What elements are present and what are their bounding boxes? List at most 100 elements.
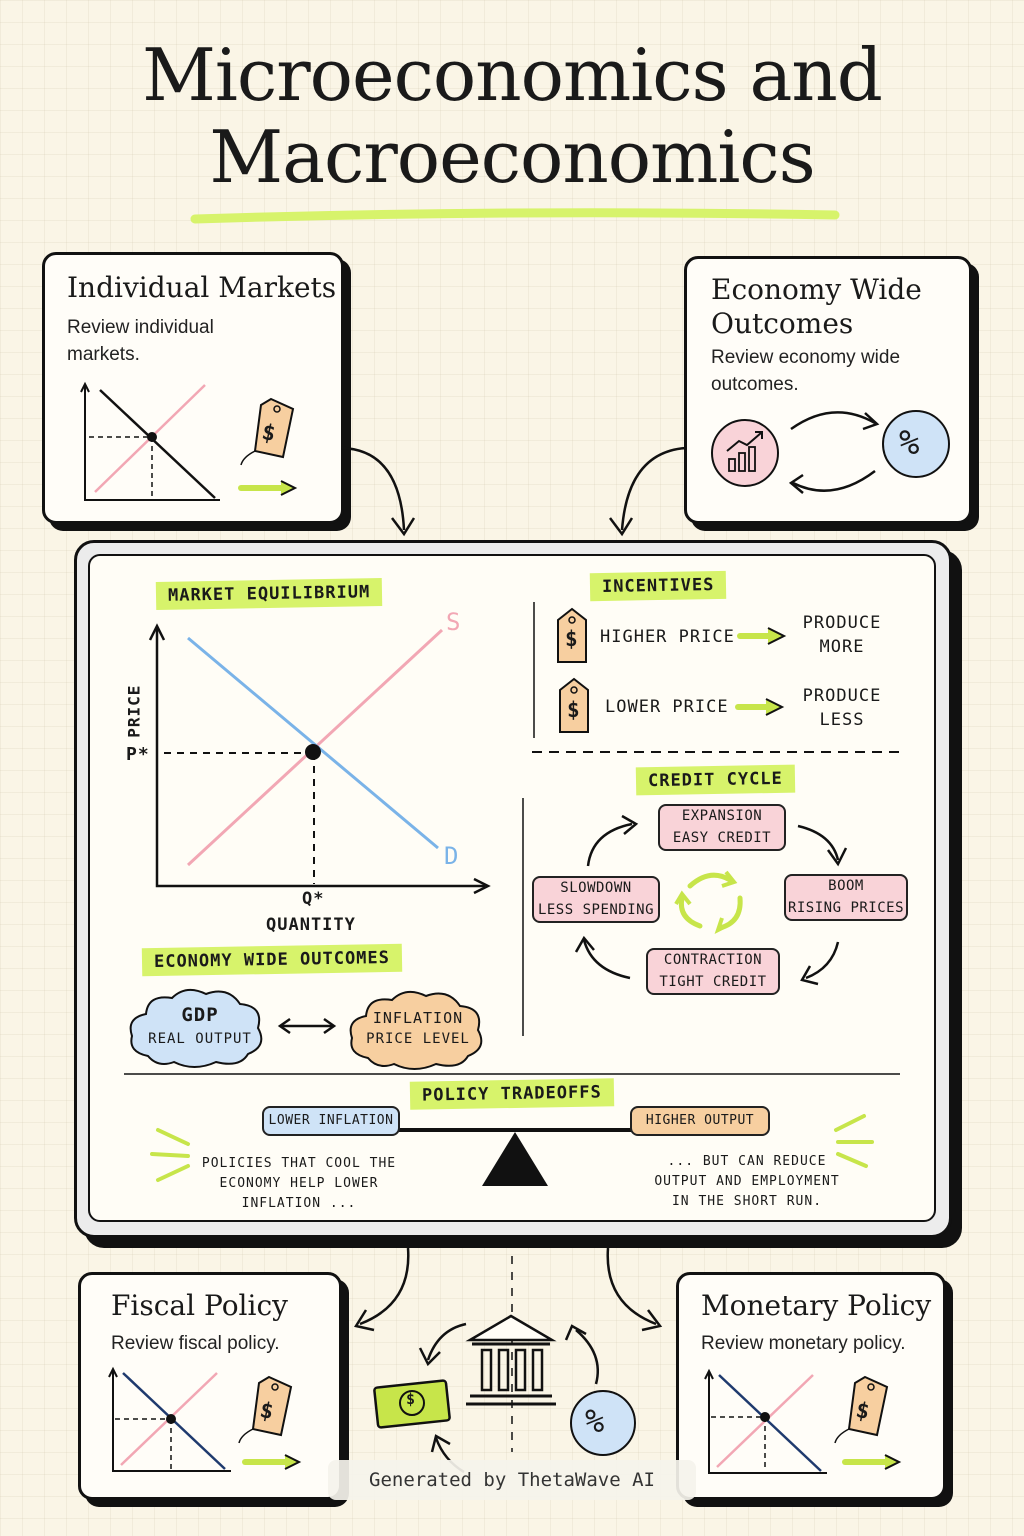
- growth-chart-icon: [711, 419, 779, 487]
- incentives-divider: [533, 602, 535, 738]
- higher-price-label: HIGHER PRICE: [600, 627, 735, 647]
- connector-arrow-left: [341, 446, 416, 537]
- mini-supply-demand-icon-fiscal: [108, 1366, 231, 1472]
- connector-arrow-bottom-right: [606, 1247, 663, 1332]
- incentives-tag: INCENTIVES: [589, 570, 727, 602]
- title-underline: [190, 208, 840, 224]
- economy-outcomes-tag: ECONOMY WIDE OUTCOMES: [141, 943, 403, 977]
- demand-label: D: [444, 842, 459, 870]
- q-star-label: Q*: [302, 889, 325, 909]
- slowdown-box: SLOWDOWN LESS SPENDING: [532, 876, 660, 924]
- price-tag-icon-fiscal: [238, 1375, 293, 1444]
- page-title-line1: Microeconomics and: [142, 33, 883, 117]
- inflation-subtitle: PRICE LEVEL: [366, 1031, 470, 1047]
- price-tag-icon: [240, 397, 295, 466]
- policy-right-note: ... BUT CAN REDUCE OUTPUT AND EMPLOYMENT…: [640, 1152, 854, 1212]
- arrow-right-icon-monetary: [842, 1454, 902, 1470]
- connector-arrow-bottom-left: [354, 1247, 410, 1332]
- monetary-policy-card[interactable]: Monetary Policy Review monetary policy. …: [676, 1272, 946, 1500]
- policy-right-line2: OUTPUT AND EMPLOYMENT: [654, 1174, 840, 1190]
- policy-left-note: POLICIES THAT COOL THE ECONOMY HELP LOWE…: [196, 1154, 402, 1214]
- produce-more-label: PRODUCE MORE: [802, 613, 882, 657]
- mini-supply-demand-icon-monetary: [704, 1368, 827, 1474]
- contraction-subtitle: TIGHT CREDIT: [659, 973, 767, 990]
- policy-cycle-arrows: [418, 1322, 600, 1474]
- arrow-right-icon: [238, 480, 298, 496]
- lower-price-label: LOWER PRICE: [605, 697, 729, 717]
- credit-cycle-arrows: [574, 814, 848, 986]
- fiscal-policy-title: Fiscal Policy: [111, 1289, 288, 1322]
- monetary-policy-title: Monetary Policy: [701, 1289, 932, 1322]
- produce-less-label: PRODUCE LESS: [802, 686, 882, 730]
- cycle-arrows-icon: [788, 411, 880, 494]
- supply-demand-chart: [148, 623, 491, 895]
- lower-inflation-label: LOWER INFLATION: [262, 1106, 400, 1136]
- market-equilibrium-tag: MARKET EQUILIBRIUM: [155, 578, 383, 610]
- percent-symbol-bottom: %: [585, 1402, 605, 1440]
- double-arrow-icon: [277, 1017, 337, 1035]
- inflation-cloud: [349, 990, 483, 1070]
- price-axis-label: PRICE: [124, 684, 144, 738]
- arrow-right-icon-higher: [737, 627, 787, 645]
- price-tag-icon-lower: [559, 677, 589, 733]
- expansion-box: EXPANSION EASY CREDIT: [658, 804, 786, 852]
- footer-watermark: Generated by ThetaWave AI: [328, 1460, 696, 1500]
- bank-building-icon: [465, 1314, 557, 1406]
- dollar-sign-lower: $: [567, 698, 580, 722]
- money-bill-icon: [373, 1379, 451, 1429]
- individual-markets-title: Individual Markets: [67, 271, 337, 304]
- economy-outcomes-card[interactable]: Economy Wide Outcomes Review economy wid…: [684, 256, 972, 524]
- individual-markets-desc: Review individual markets.: [67, 317, 214, 365]
- contraction-box: CONTRACTION TIGHT CREDIT: [646, 948, 780, 996]
- policy-left-line3: INFLATION ...: [241, 1196, 357, 1212]
- boom-subtitle: RISING PRICES: [787, 899, 905, 916]
- policy-tradeoffs-tag: POLICY TRADEOFFS: [409, 1078, 614, 1110]
- policy-divider: [124, 1073, 900, 1075]
- boom-title: BOOM: [828, 878, 864, 894]
- policy-right-line1: ... BUT CAN REDUCE: [667, 1154, 827, 1169]
- price-tag-icon-higher: [557, 607, 587, 663]
- expansion-title: EXPANSION: [681, 808, 763, 824]
- recycle-icon: [674, 870, 743, 934]
- slowdown-subtitle: LESS SPENDING: [537, 901, 655, 918]
- seesaw-icon: [396, 1128, 634, 1186]
- inflation-label: INFLATION: [372, 1009, 464, 1027]
- gdp-subtitle: REAL OUTPUT: [148, 1031, 252, 1047]
- dollar-sign-bill: $: [406, 1390, 416, 1408]
- page-title-line2: Macroeconomics: [209, 115, 815, 199]
- credit-cycle-divider: [522, 798, 524, 1036]
- connector-arrow-right: [609, 446, 687, 537]
- dollar-sign-higher: $: [565, 627, 578, 651]
- slowdown-title: SLOWDOWN: [560, 880, 632, 896]
- expansion-subtitle: EASY CREDIT: [672, 829, 772, 846]
- center-dashed-line: [511, 1256, 513, 1452]
- gdp-cloud: [129, 988, 263, 1068]
- fiscal-policy-card[interactable]: Fiscal Policy Review fiscal policy. $: [78, 1272, 342, 1500]
- policy-left-line1: POLICIES THAT COOL THE: [201, 1156, 397, 1171]
- quantity-axis-label: QUANTITY: [266, 915, 356, 935]
- percent-circle-icon: [882, 410, 950, 478]
- spark-lines-right: [834, 1114, 874, 1168]
- policy-left-line2: ECONOMY HELP LOWER: [219, 1176, 379, 1192]
- gdp-label: GDP: [181, 1004, 219, 1026]
- spark-lines-left: [150, 1128, 190, 1182]
- policy-right-line3: IN THE SHORT RUN.: [671, 1194, 823, 1210]
- p-star-label: P*: [126, 744, 150, 765]
- arrow-right-icon-fiscal: [242, 1454, 302, 1470]
- individual-markets-card[interactable]: Individual Markets Review individual mar…: [42, 252, 344, 524]
- arrow-right-icon-lower: [735, 698, 785, 716]
- percent-circle-icon-bottom: [570, 1390, 636, 1456]
- equilibrium-point: [305, 744, 321, 760]
- percent-symbol: %: [899, 423, 920, 463]
- supply-label: S: [446, 608, 461, 636]
- fiscal-policy-desc: Review fiscal policy.: [111, 1333, 280, 1354]
- price-tag-icon-monetary: [834, 1375, 889, 1444]
- mini-supply-demand-icon: [80, 381, 220, 501]
- credit-cycle-tag: CREDIT CYCLE: [635, 764, 796, 796]
- monetary-policy-desc: Review monetary policy.: [701, 1333, 906, 1354]
- economy-outcomes-title: Economy Wide Outcomes: [711, 273, 922, 340]
- boom-box: BOOM RISING PRICES: [784, 874, 908, 922]
- demand-curve: [187, 636, 439, 850]
- contraction-title: CONTRACTION: [663, 952, 763, 968]
- section-divider-dashed: [532, 751, 902, 753]
